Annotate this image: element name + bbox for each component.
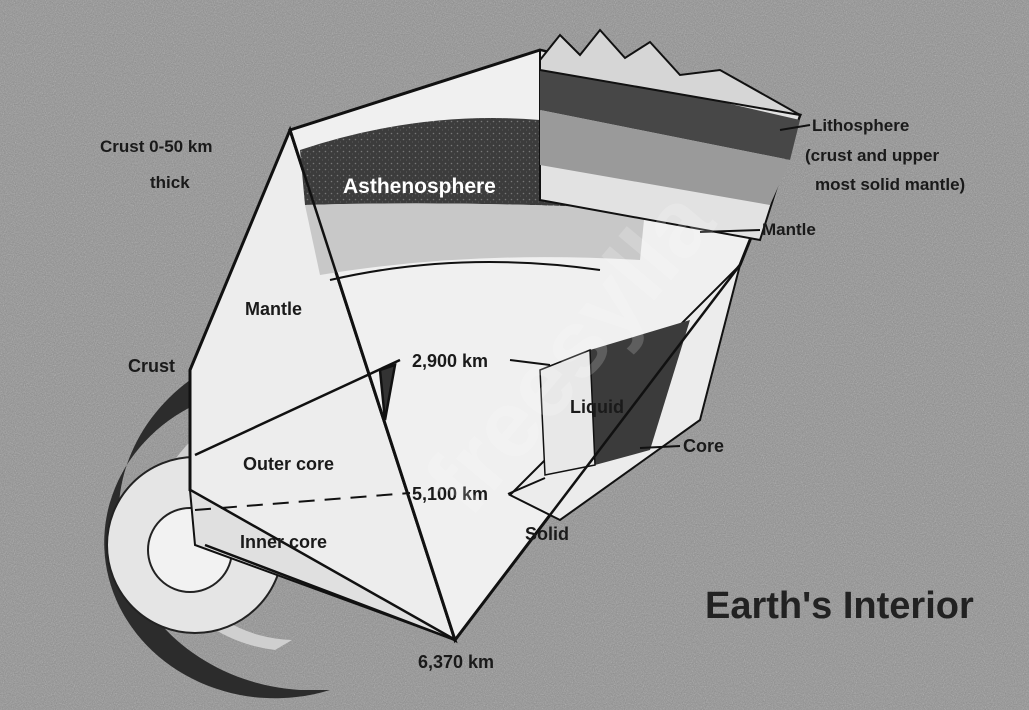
label-outer-core: Outer core — [243, 454, 334, 474]
label-mantle-right: Mantle — [762, 220, 816, 239]
diagram-title: Earth's Interior — [705, 585, 974, 627]
label-mantle-left: Mantle — [245, 299, 302, 319]
main-wedge — [288, 28, 803, 644]
label-crust-thickness-1: Crust 0-50 km — [100, 137, 212, 156]
dashed-5100 — [194, 492, 411, 511]
line-5100 — [507, 477, 546, 495]
label-5100: 5,100 km — [412, 484, 488, 504]
label-lithosphere-2: (crust and upper — [805, 146, 940, 165]
left-wedge — [188, 125, 458, 644]
line-lithosphere — [779, 124, 811, 131]
line-2900 — [509, 359, 551, 366]
line-mantle-right — [699, 229, 761, 233]
label-solid: Solid — [525, 524, 569, 544]
label-core: Core — [683, 436, 724, 456]
label-lithosphere-1: Lithosphere — [812, 116, 909, 135]
label-inner-core: Inner core — [240, 532, 327, 552]
label-lithosphere-3: most solid mantle) — [815, 175, 965, 194]
label-asthenosphere: Asthenosphere — [343, 175, 496, 198]
label-crust-thickness-2: thick — [150, 173, 190, 192]
label-2900: 2,900 km — [412, 351, 488, 371]
line-core — [639, 445, 681, 449]
label-liquid: Liquid — [570, 397, 624, 417]
label-crust: Crust — [128, 356, 175, 376]
labels: Crust 0-50 km thick Asthenosphere Lithos… — [100, 116, 965, 672]
divider-lines — [194, 129, 741, 642]
label-6370: 6,370 km — [418, 652, 494, 672]
